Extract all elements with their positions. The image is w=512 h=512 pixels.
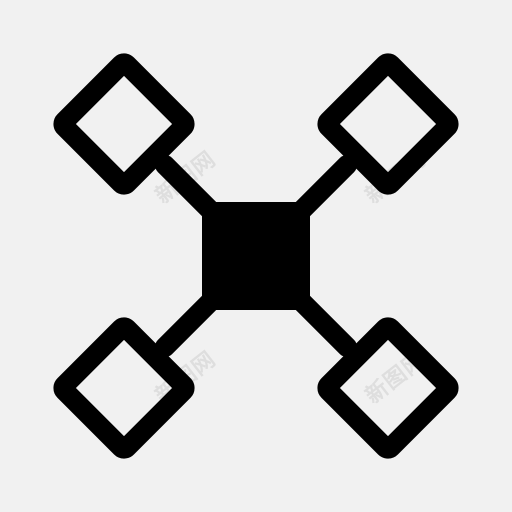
- node-top-left: [53, 53, 195, 195]
- hub-square: [202, 202, 310, 310]
- node-top-right: [317, 53, 459, 195]
- node-bottom-left: [53, 317, 195, 459]
- node-bottom-right: [317, 317, 459, 459]
- node-diamonds: [53, 53, 459, 459]
